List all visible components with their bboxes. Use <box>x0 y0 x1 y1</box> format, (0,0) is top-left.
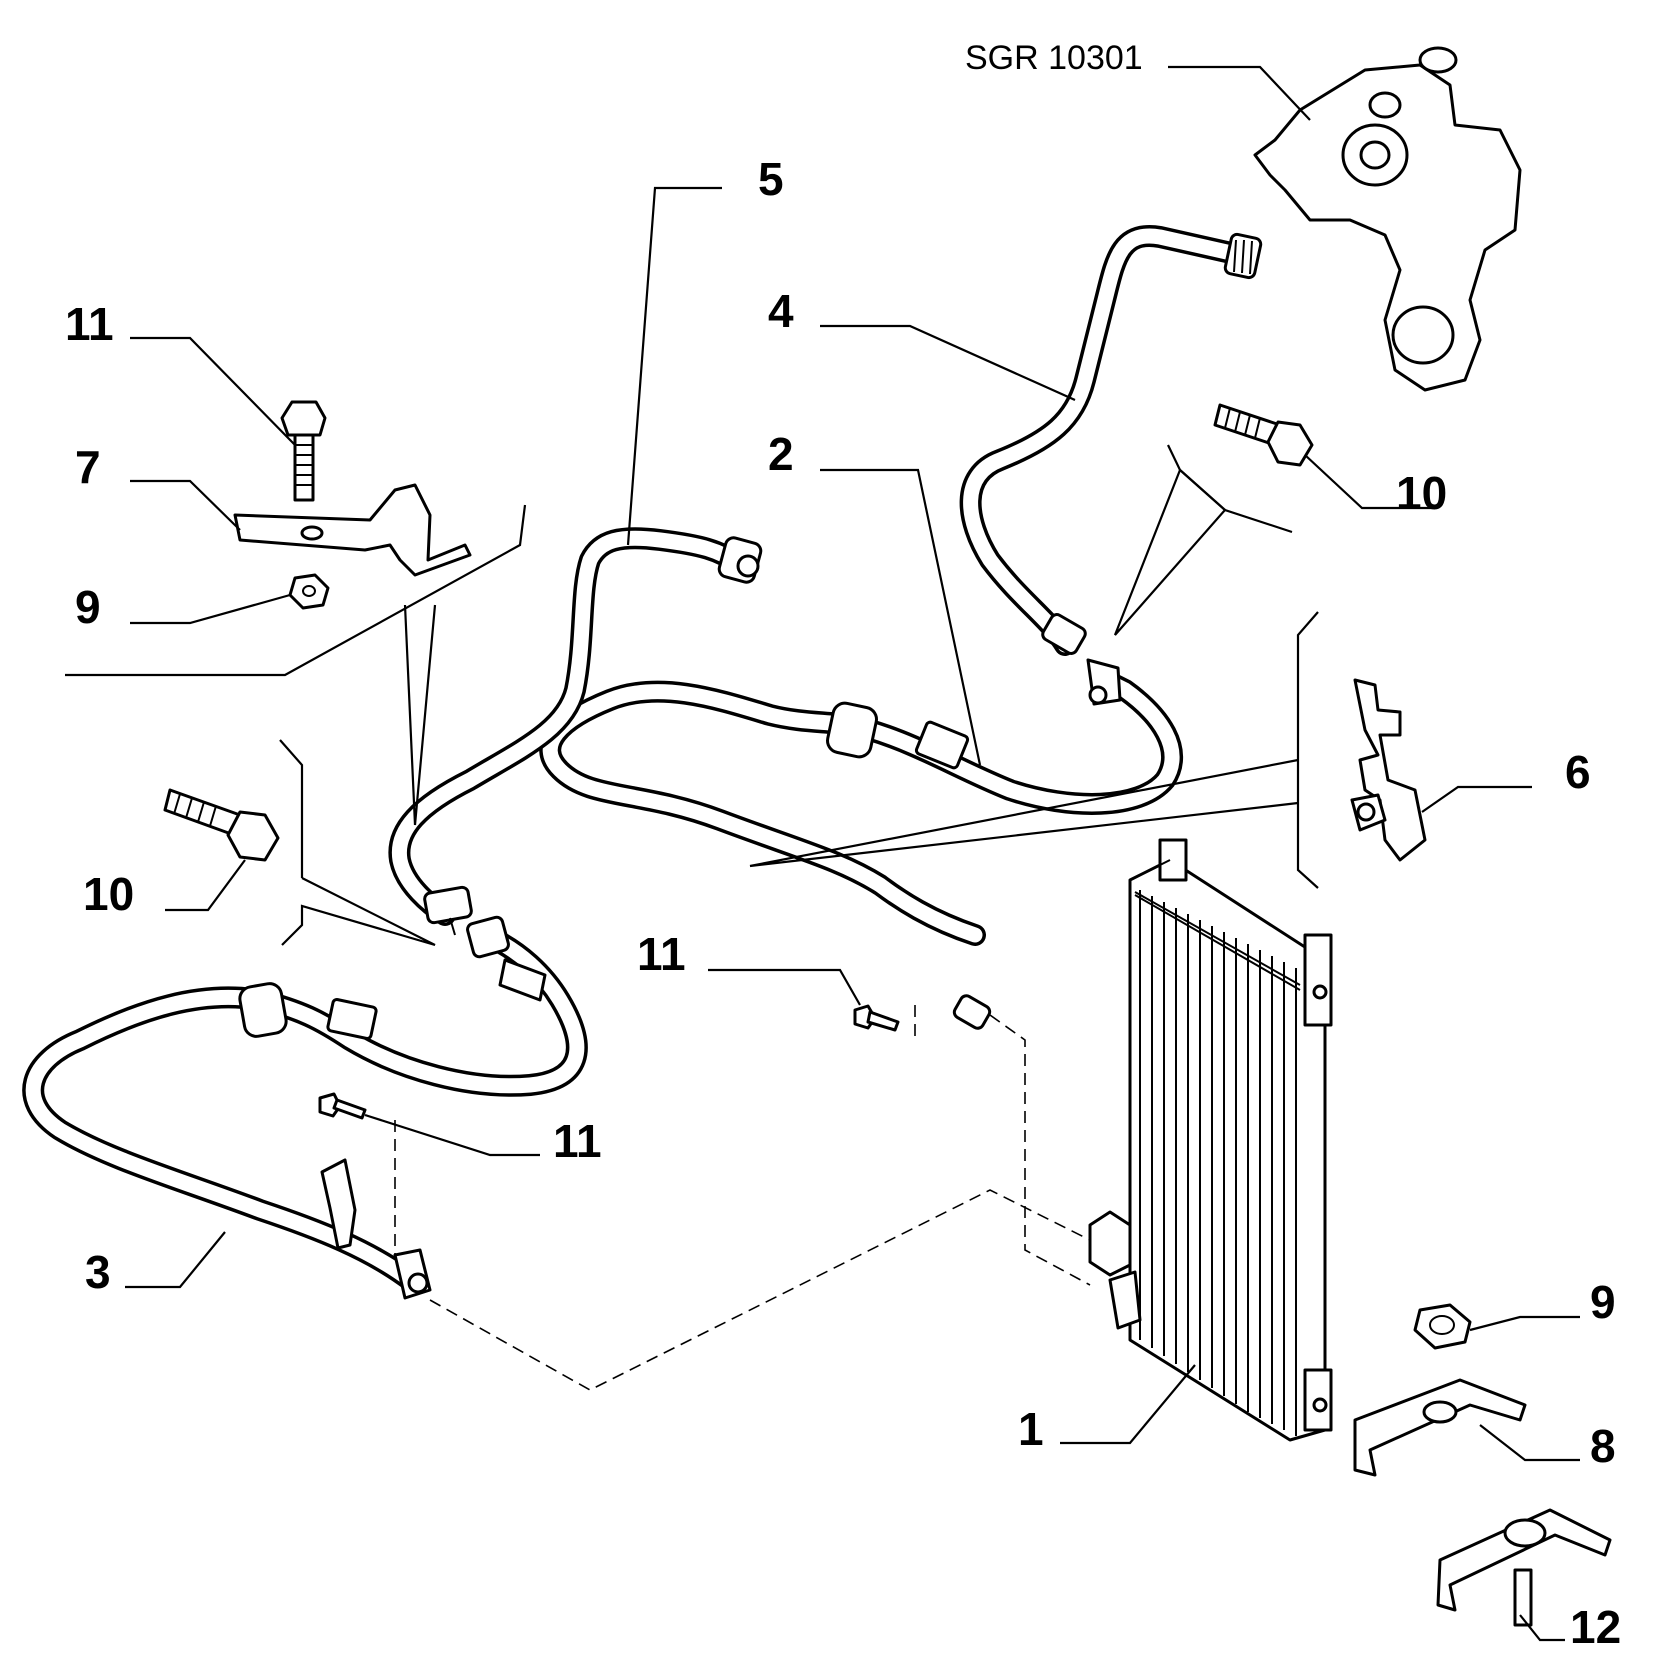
leader-5 <box>626 186 722 546</box>
bracket-6 <box>1350 678 1427 862</box>
oil-cooler <box>1088 838 1333 1442</box>
callout-10-left: 10 <box>83 868 134 920</box>
leader-12 <box>1519 1614 1565 1642</box>
leader-ref <box>1168 65 1311 121</box>
leader-10-left <box>165 859 246 912</box>
callout-10-right: 10 <box>1396 467 1447 519</box>
reference-label: SGR 10301 <box>965 39 1143 77</box>
callout-8: 8 <box>1590 1420 1616 1472</box>
callout-5: 5 <box>758 153 784 205</box>
leader-11-middle <box>708 968 861 1006</box>
leader-4 <box>820 324 1076 402</box>
callout-11-top: 11 <box>65 298 114 350</box>
callout-7: 7 <box>75 441 101 493</box>
assembly-dashed-lines <box>394 1005 1091 1391</box>
variant-grouping-lines <box>65 444 1319 947</box>
bracket-7 <box>233 483 472 577</box>
nut-9-right <box>1413 1303 1472 1350</box>
bolt-11-middle <box>853 1004 900 1032</box>
leader-lines <box>125 65 1580 1642</box>
callout-11-lower: 11 <box>553 1115 602 1167</box>
leader-9-right <box>1469 1315 1580 1332</box>
callout-1: 1 <box>1018 1403 1044 1455</box>
pump-sgr-10301 <box>1253 46 1522 392</box>
callout-3: 3 <box>85 1246 111 1298</box>
pipe-4 <box>959 225 1263 656</box>
leader-2 <box>820 468 982 766</box>
callout-12: 12 <box>1570 1601 1621 1653</box>
bolt-10-right <box>1213 403 1314 467</box>
callout-9-left: 9 <box>75 581 101 633</box>
leader-8 <box>1479 1424 1580 1462</box>
clamp-8 <box>1353 1378 1527 1477</box>
pipe-2 <box>539 658 1184 1030</box>
callout-2: 2 <box>768 428 794 480</box>
leader-3 <box>125 1231 226 1289</box>
leader-1 <box>1060 1364 1196 1445</box>
bolt-11-lower <box>318 1092 367 1120</box>
callout-4: 4 <box>768 285 794 337</box>
callout-6: 6 <box>1565 746 1591 798</box>
leader-7 <box>130 479 241 531</box>
pipe-5 <box>388 527 763 936</box>
leader-9-left <box>130 593 291 625</box>
cooler-fins <box>1129 859 1301 1436</box>
nut-9-left <box>288 573 330 610</box>
leader-10-right <box>1304 454 1435 510</box>
clamp-12 <box>1436 1508 1612 1627</box>
leader-6 <box>1421 785 1532 813</box>
pipe-3 <box>22 915 588 1300</box>
leader-11-top <box>130 336 296 446</box>
callout-9-right: 9 <box>1590 1276 1616 1328</box>
leader-11-lower <box>364 1113 540 1157</box>
bolt-10-left <box>163 788 280 862</box>
callout-11-middle: 11 <box>637 928 686 980</box>
bolt-11-top <box>280 400 327 502</box>
